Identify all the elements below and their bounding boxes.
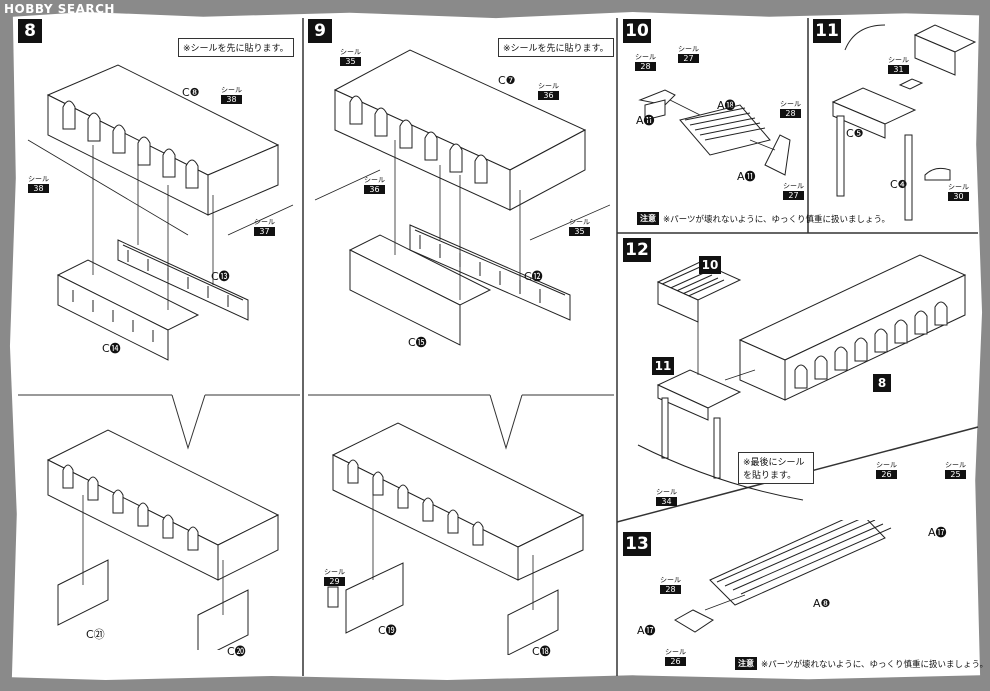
caution-text: ※パーツが壊れないように、ゆっくり慎重に扱いましょう。 <box>663 214 891 225</box>
step-8-number: 8 <box>18 19 42 43</box>
part-label-c12: C⓬ <box>524 270 543 283</box>
step-11-illustration <box>831 24 977 221</box>
part-label-c7: C❼ <box>498 74 516 87</box>
step-11-number: 11 <box>813 19 841 43</box>
caution-text: ※パーツが壊れないように、ゆっくり慎重に扱いましょう。 <box>761 659 989 670</box>
step-8-illustration <box>27 64 294 361</box>
step-13-illustration <box>674 520 892 633</box>
step-10-number: 10 <box>623 19 651 43</box>
step-12-illustration <box>637 254 967 501</box>
part-label-c14: C⓮ <box>102 342 121 355</box>
part-label-c4: C❹ <box>890 178 908 191</box>
part-label-c13: C⓭ <box>211 270 230 283</box>
step-9b-illustration <box>327 422 585 655</box>
step-12-number: 12 <box>623 238 651 262</box>
part-label-a11-left: A⓫ <box>636 114 655 127</box>
step-13-number: 13 <box>623 532 651 556</box>
part-label-c15: C⓯ <box>408 336 427 349</box>
part-label-c21: C㉑ <box>86 628 105 641</box>
ref-step-8: 8 <box>873 374 891 392</box>
part-label-a18: A⓲ <box>717 99 736 112</box>
step-13-caution: 注意 ※パーツが壊れないように、ゆっくり慎重に扱いましょう。 <box>735 657 988 670</box>
step-9-number: 9 <box>308 19 332 43</box>
step-9-sticker-note: ※シールを先に貼ります。 <box>498 38 614 57</box>
part-label-c19: C⓳ <box>378 624 397 637</box>
part-label-a8: A❽ <box>813 597 831 610</box>
step-10-caution: 注意 ※パーツが壊れないように、ゆっくり慎重に扱いましょう。 <box>637 212 890 225</box>
step-8-sticker-note: ※シールを先に貼ります。 <box>178 38 294 57</box>
part-label-c18: C⓲ <box>532 645 551 658</box>
step-8b-illustration <box>46 429 280 650</box>
caution-badge: 注意 <box>735 657 757 670</box>
caution-badge: 注意 <box>637 212 659 225</box>
ref-step-11: 11 <box>652 357 674 375</box>
step-10-illustration <box>638 89 791 176</box>
part-label-c20: C⓴ <box>227 645 246 658</box>
step-9-illustration <box>314 49 610 346</box>
part-label-c8: C❽ <box>182 86 200 99</box>
ref-step-10: 10 <box>699 256 721 274</box>
part-label-a11-right: A⓫ <box>737 170 756 183</box>
step-12-final-sticker-note: ※最後にシールを貼ります。 <box>738 452 814 484</box>
part-label-c5: C❺ <box>846 127 864 140</box>
part-label-a17-left: A⓱ <box>637 624 656 637</box>
part-label-a17-right: A⓱ <box>928 526 947 539</box>
